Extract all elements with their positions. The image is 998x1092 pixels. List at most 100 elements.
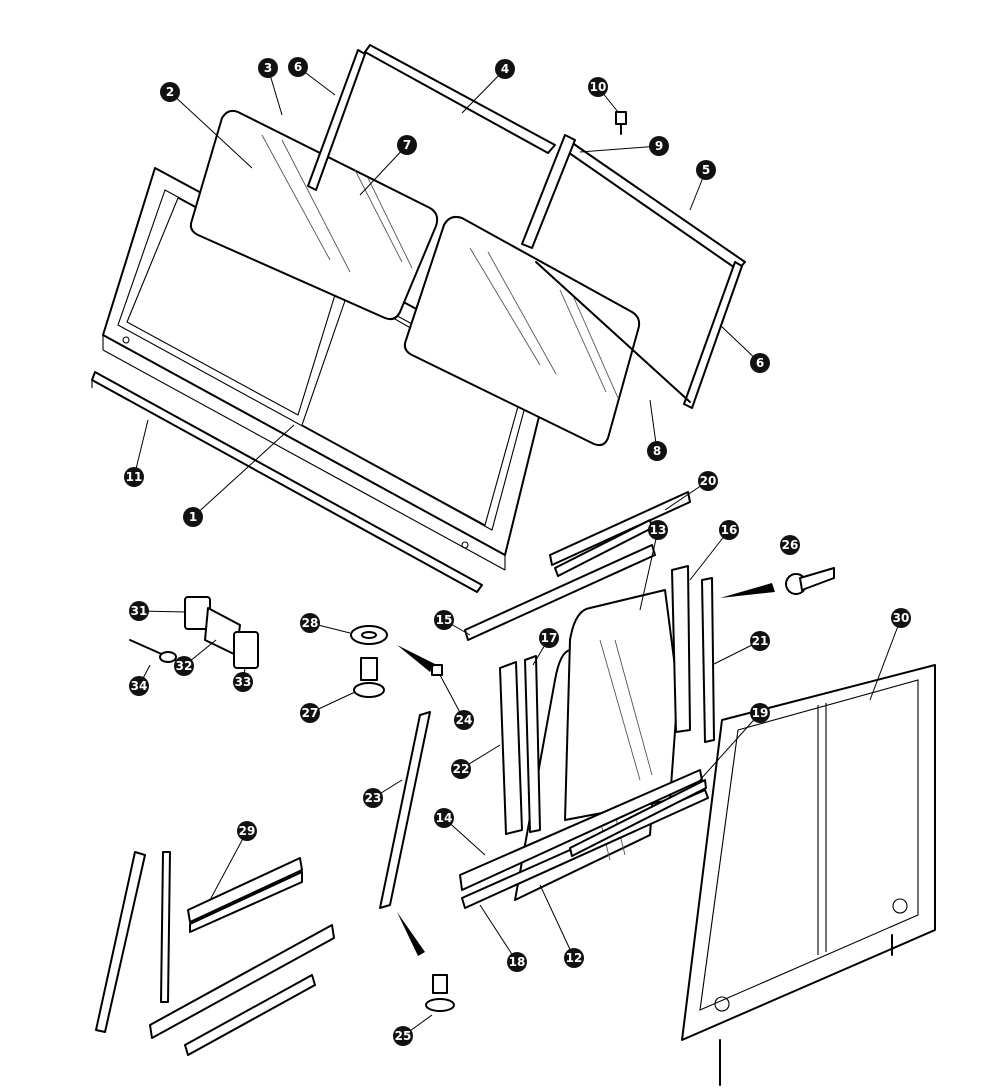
callout-number: 11	[126, 470, 143, 484]
callout-dot	[434, 808, 454, 828]
callout-number: 18	[509, 955, 526, 969]
callout-dot	[696, 160, 716, 180]
callout-dot	[363, 788, 383, 808]
callout-dot	[647, 441, 667, 461]
callout-dot	[454, 710, 474, 730]
callout-25: 25	[393, 1026, 413, 1046]
callout-number: 13	[650, 523, 667, 537]
callout-dot	[300, 613, 320, 633]
callout-number: 24	[456, 713, 473, 727]
callout-number: 29	[239, 824, 256, 838]
callout-dot	[233, 672, 253, 692]
callout-number: 31	[131, 604, 148, 618]
callout-number: 1	[189, 510, 197, 524]
callout-number: 4	[501, 62, 509, 76]
callout-number: 21	[752, 634, 769, 648]
callout-18: 18	[507, 952, 527, 972]
callout-7: 7	[397, 135, 417, 155]
right-top-channel	[561, 139, 746, 271]
wood-screw	[785, 567, 835, 595]
bottom-seal-strip	[91, 371, 483, 593]
callout-dot	[300, 703, 320, 723]
callout-number: 10	[590, 80, 607, 94]
callout-number: 2	[166, 85, 174, 99]
callout-14: 14	[434, 808, 454, 828]
callout-number: 17	[541, 631, 558, 645]
callout-4: 4	[495, 59, 515, 79]
loose-strips	[95, 851, 335, 1056]
pointer-arrow	[397, 645, 435, 672]
lower-runner-channels	[459, 769, 709, 909]
left-side-channel	[307, 49, 366, 191]
callout-number: 7	[403, 138, 411, 152]
callout-8: 8	[647, 441, 667, 461]
callout-dot	[160, 82, 180, 102]
callout-number: 32	[176, 659, 193, 673]
callout-dot	[564, 948, 584, 968]
callout-dot	[649, 136, 669, 156]
callout-number: 8	[653, 444, 661, 458]
callout-number: 28	[302, 616, 319, 630]
callout-11: 11	[124, 467, 144, 487]
callout-26: 26	[780, 535, 800, 555]
callout-number: 34	[131, 679, 148, 693]
callout-number: 16	[721, 523, 738, 537]
callout-number: 22	[453, 762, 470, 776]
pointer-arrow	[720, 583, 775, 598]
callout-number: 12	[566, 951, 583, 965]
callout-dot	[124, 467, 144, 487]
washer-and-screw	[350, 625, 455, 1012]
callout-10: 10	[588, 77, 608, 97]
callout-3: 3	[258, 58, 278, 78]
callout-21: 21	[750, 631, 770, 651]
callout-32: 32	[174, 656, 194, 676]
callout-20: 20	[698, 471, 718, 491]
callout-number: 33	[235, 675, 252, 689]
bolt	[615, 111, 627, 135]
callout-number: 14	[436, 811, 453, 825]
callout-dot	[183, 507, 203, 527]
left-glass-pane	[189, 109, 439, 321]
vertical-channels	[499, 565, 715, 835]
callout-23: 23	[363, 788, 383, 808]
callout-33: 33	[233, 672, 253, 692]
callout-number: 30	[893, 611, 910, 625]
callout-19: 19	[750, 703, 770, 723]
right-side-channel	[683, 261, 743, 409]
callout-dot	[237, 821, 257, 841]
callout-9: 9	[649, 136, 669, 156]
callout-dot	[397, 135, 417, 155]
callout-number: 20	[700, 474, 717, 488]
sliding-glass-rear	[564, 589, 679, 821]
callout-dot	[891, 608, 911, 628]
callout-13: 13	[648, 520, 668, 540]
callout-number: 9	[655, 139, 663, 153]
callout-31: 31	[129, 601, 149, 621]
callout-number: 19	[752, 706, 769, 720]
callout-24: 24	[454, 710, 474, 730]
callout-5: 5	[696, 160, 716, 180]
callout-1: 1	[183, 507, 203, 527]
callout-dot	[174, 656, 194, 676]
callout-27: 27	[300, 703, 320, 723]
callout-6: 6	[750, 353, 770, 373]
callout-17: 17	[539, 628, 559, 648]
callout-29: 29	[237, 821, 257, 841]
callout-number: 6	[294, 60, 302, 74]
callout-number: 26	[782, 538, 799, 552]
center-post	[521, 134, 576, 249]
right-glass-pane	[403, 215, 641, 447]
callout-34: 34	[129, 676, 149, 696]
callout-dot	[750, 353, 770, 373]
bottom-channel	[535, 261, 691, 403]
top-channel-strip	[364, 44, 556, 154]
callout-22: 22	[451, 759, 471, 779]
callout-dot	[495, 59, 515, 79]
callout-dot	[507, 952, 527, 972]
callout-number: 23	[365, 791, 382, 805]
callout-16: 16	[719, 520, 739, 540]
callout-dot	[451, 759, 471, 779]
callout-15: 15	[434, 610, 454, 630]
